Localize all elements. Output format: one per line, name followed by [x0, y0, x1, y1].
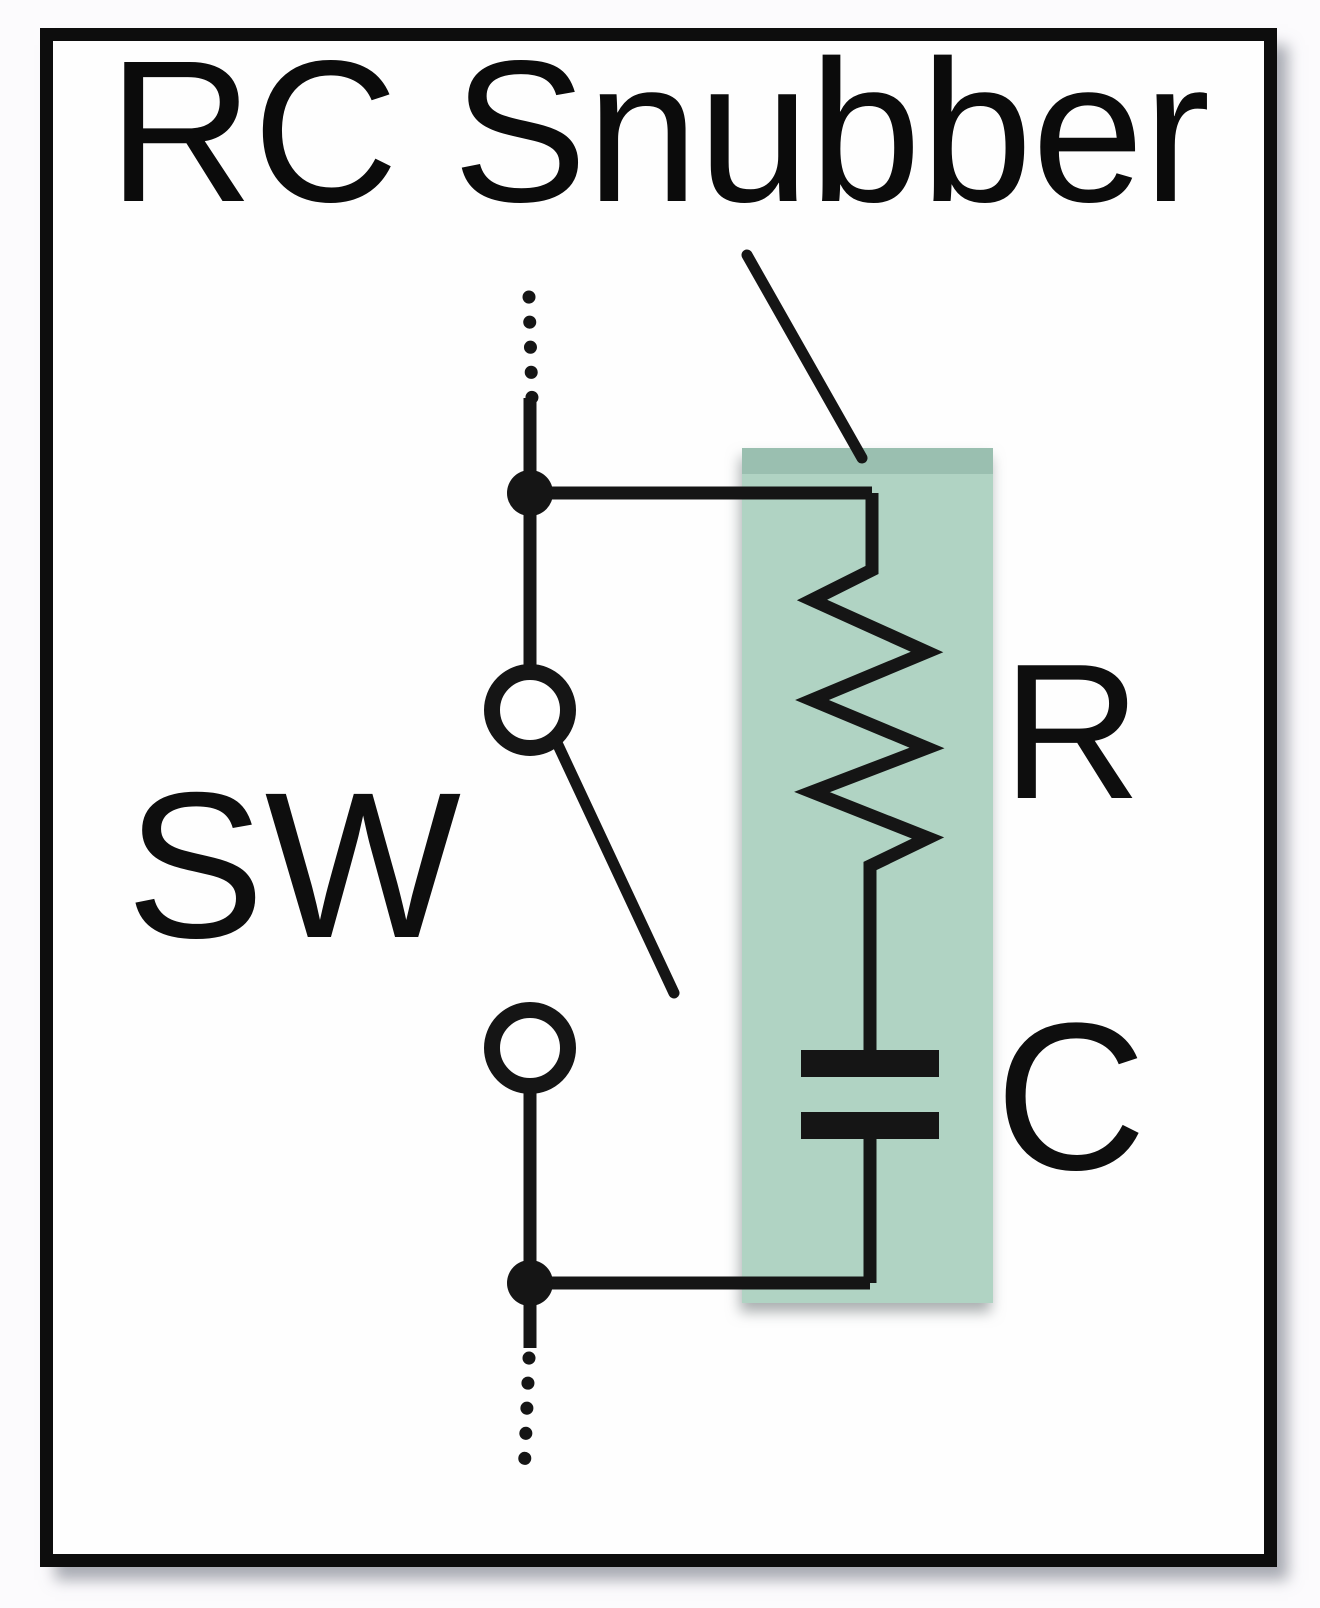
- resistor-symbol: [794, 493, 945, 1050]
- switch-blade: [552, 739, 680, 999]
- switch-terminals-group: [484, 664, 576, 1094]
- diagram-frame: [40, 28, 1277, 1567]
- capacitor-plate-top: [801, 1050, 939, 1077]
- bottom-rail-dotted-wire: [517, 1351, 536, 1484]
- bottom-junction-dot: [507, 1260, 553, 1306]
- capacitor-label: C: [995, 979, 1147, 1214]
- diagram-title: RC Snubber: [107, 18, 1211, 244]
- switch-terminal-bottom-circle: [484, 1002, 576, 1094]
- switch-terminal-top-circle: [484, 664, 576, 756]
- top-rail-dotted-wire: [522, 290, 539, 406]
- snubber-highlight-top-band: [742, 448, 993, 474]
- wires-group: [517, 249, 945, 1484]
- fills-group: [507, 470, 939, 1306]
- top-junction-dot: [507, 470, 553, 516]
- snubber-callout-pointer-line: [741, 249, 868, 464]
- capacitor-plate-bottom: [801, 1112, 939, 1139]
- resistor-label: R: [1002, 623, 1142, 839]
- switch-label: SW: [126, 750, 462, 982]
